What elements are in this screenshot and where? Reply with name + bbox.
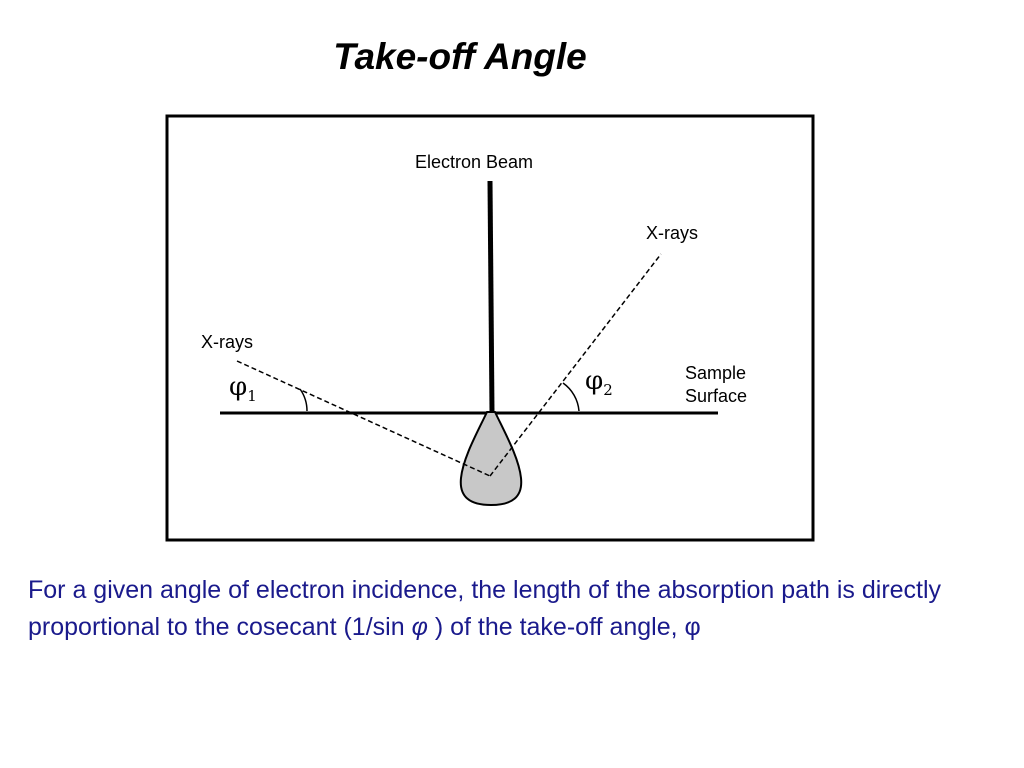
phi2-symbol: φ — [585, 366, 603, 396]
phi2-label: φ2 — [585, 366, 613, 399]
xrays-left-label: X-rays — [201, 332, 253, 352]
xray-path-left — [236, 360, 491, 477]
angle-arc-phi1 — [299, 388, 308, 412]
phi1-symbol: φ — [229, 372, 247, 402]
xray-path-right — [489, 253, 662, 477]
slide-title: Take-off Angle — [333, 36, 587, 77]
xrays-right-label: X-rays — [646, 223, 698, 243]
interaction-volume — [459, 411, 523, 507]
sample-surface-label-line2: Surface — [685, 386, 747, 406]
angle-arc-phi2 — [562, 382, 580, 412]
take-off-angle-diagram: Electron Beam X-rays X-rays Sample Surfa… — [165, 114, 815, 542]
phi1-label: φ1 — [229, 372, 257, 405]
phi2-subscript: 2 — [603, 381, 613, 399]
caption-phi-italic: φ — [411, 613, 428, 641]
electron-beam-line — [487, 180, 495, 414]
caption-part2: ) of the take-off angle, φ — [427, 613, 701, 641]
caption-text: For a given angle of electron incidence,… — [28, 572, 1003, 646]
sample-surface-label-line1: Sample — [685, 363, 746, 383]
caption-part1: For a given angle of electron incidence,… — [28, 576, 942, 641]
phi1-subscript: 1 — [247, 387, 257, 405]
electron-beam-label: Electron Beam — [415, 152, 533, 172]
